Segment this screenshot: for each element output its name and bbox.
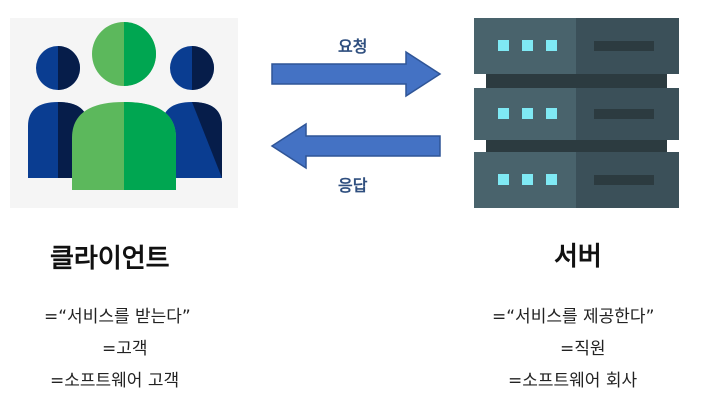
server-description-1: =“서비스를 제공한다” bbox=[492, 307, 655, 327]
center-person-icon bbox=[72, 22, 176, 190]
right-person-icon bbox=[162, 46, 222, 178]
client-illustration-panel bbox=[10, 18, 238, 208]
server-rack-icon bbox=[474, 18, 679, 208]
client-description-2: =고객 bbox=[102, 339, 148, 359]
client-title: 클라이언트 bbox=[50, 244, 170, 274]
server-description-3: =소프트웨어 회사 bbox=[508, 371, 638, 391]
response-arrow-icon bbox=[270, 122, 441, 170]
response-label: 응답 bbox=[338, 176, 368, 195]
users-group-icon bbox=[28, 22, 222, 190]
request-arrow-icon bbox=[271, 50, 442, 98]
server-unit-1 bbox=[474, 18, 679, 74]
server-description-2: =직원 bbox=[560, 339, 606, 359]
request-label: 요청 bbox=[338, 37, 368, 56]
server-unit-2 bbox=[474, 88, 679, 140]
server-title: 서버 bbox=[554, 242, 602, 272]
server-unit-3 bbox=[474, 152, 679, 208]
client-description-3: =소프트웨어 고객 bbox=[50, 371, 180, 391]
client-description-1: =“서비스를 받는다” bbox=[44, 307, 191, 327]
